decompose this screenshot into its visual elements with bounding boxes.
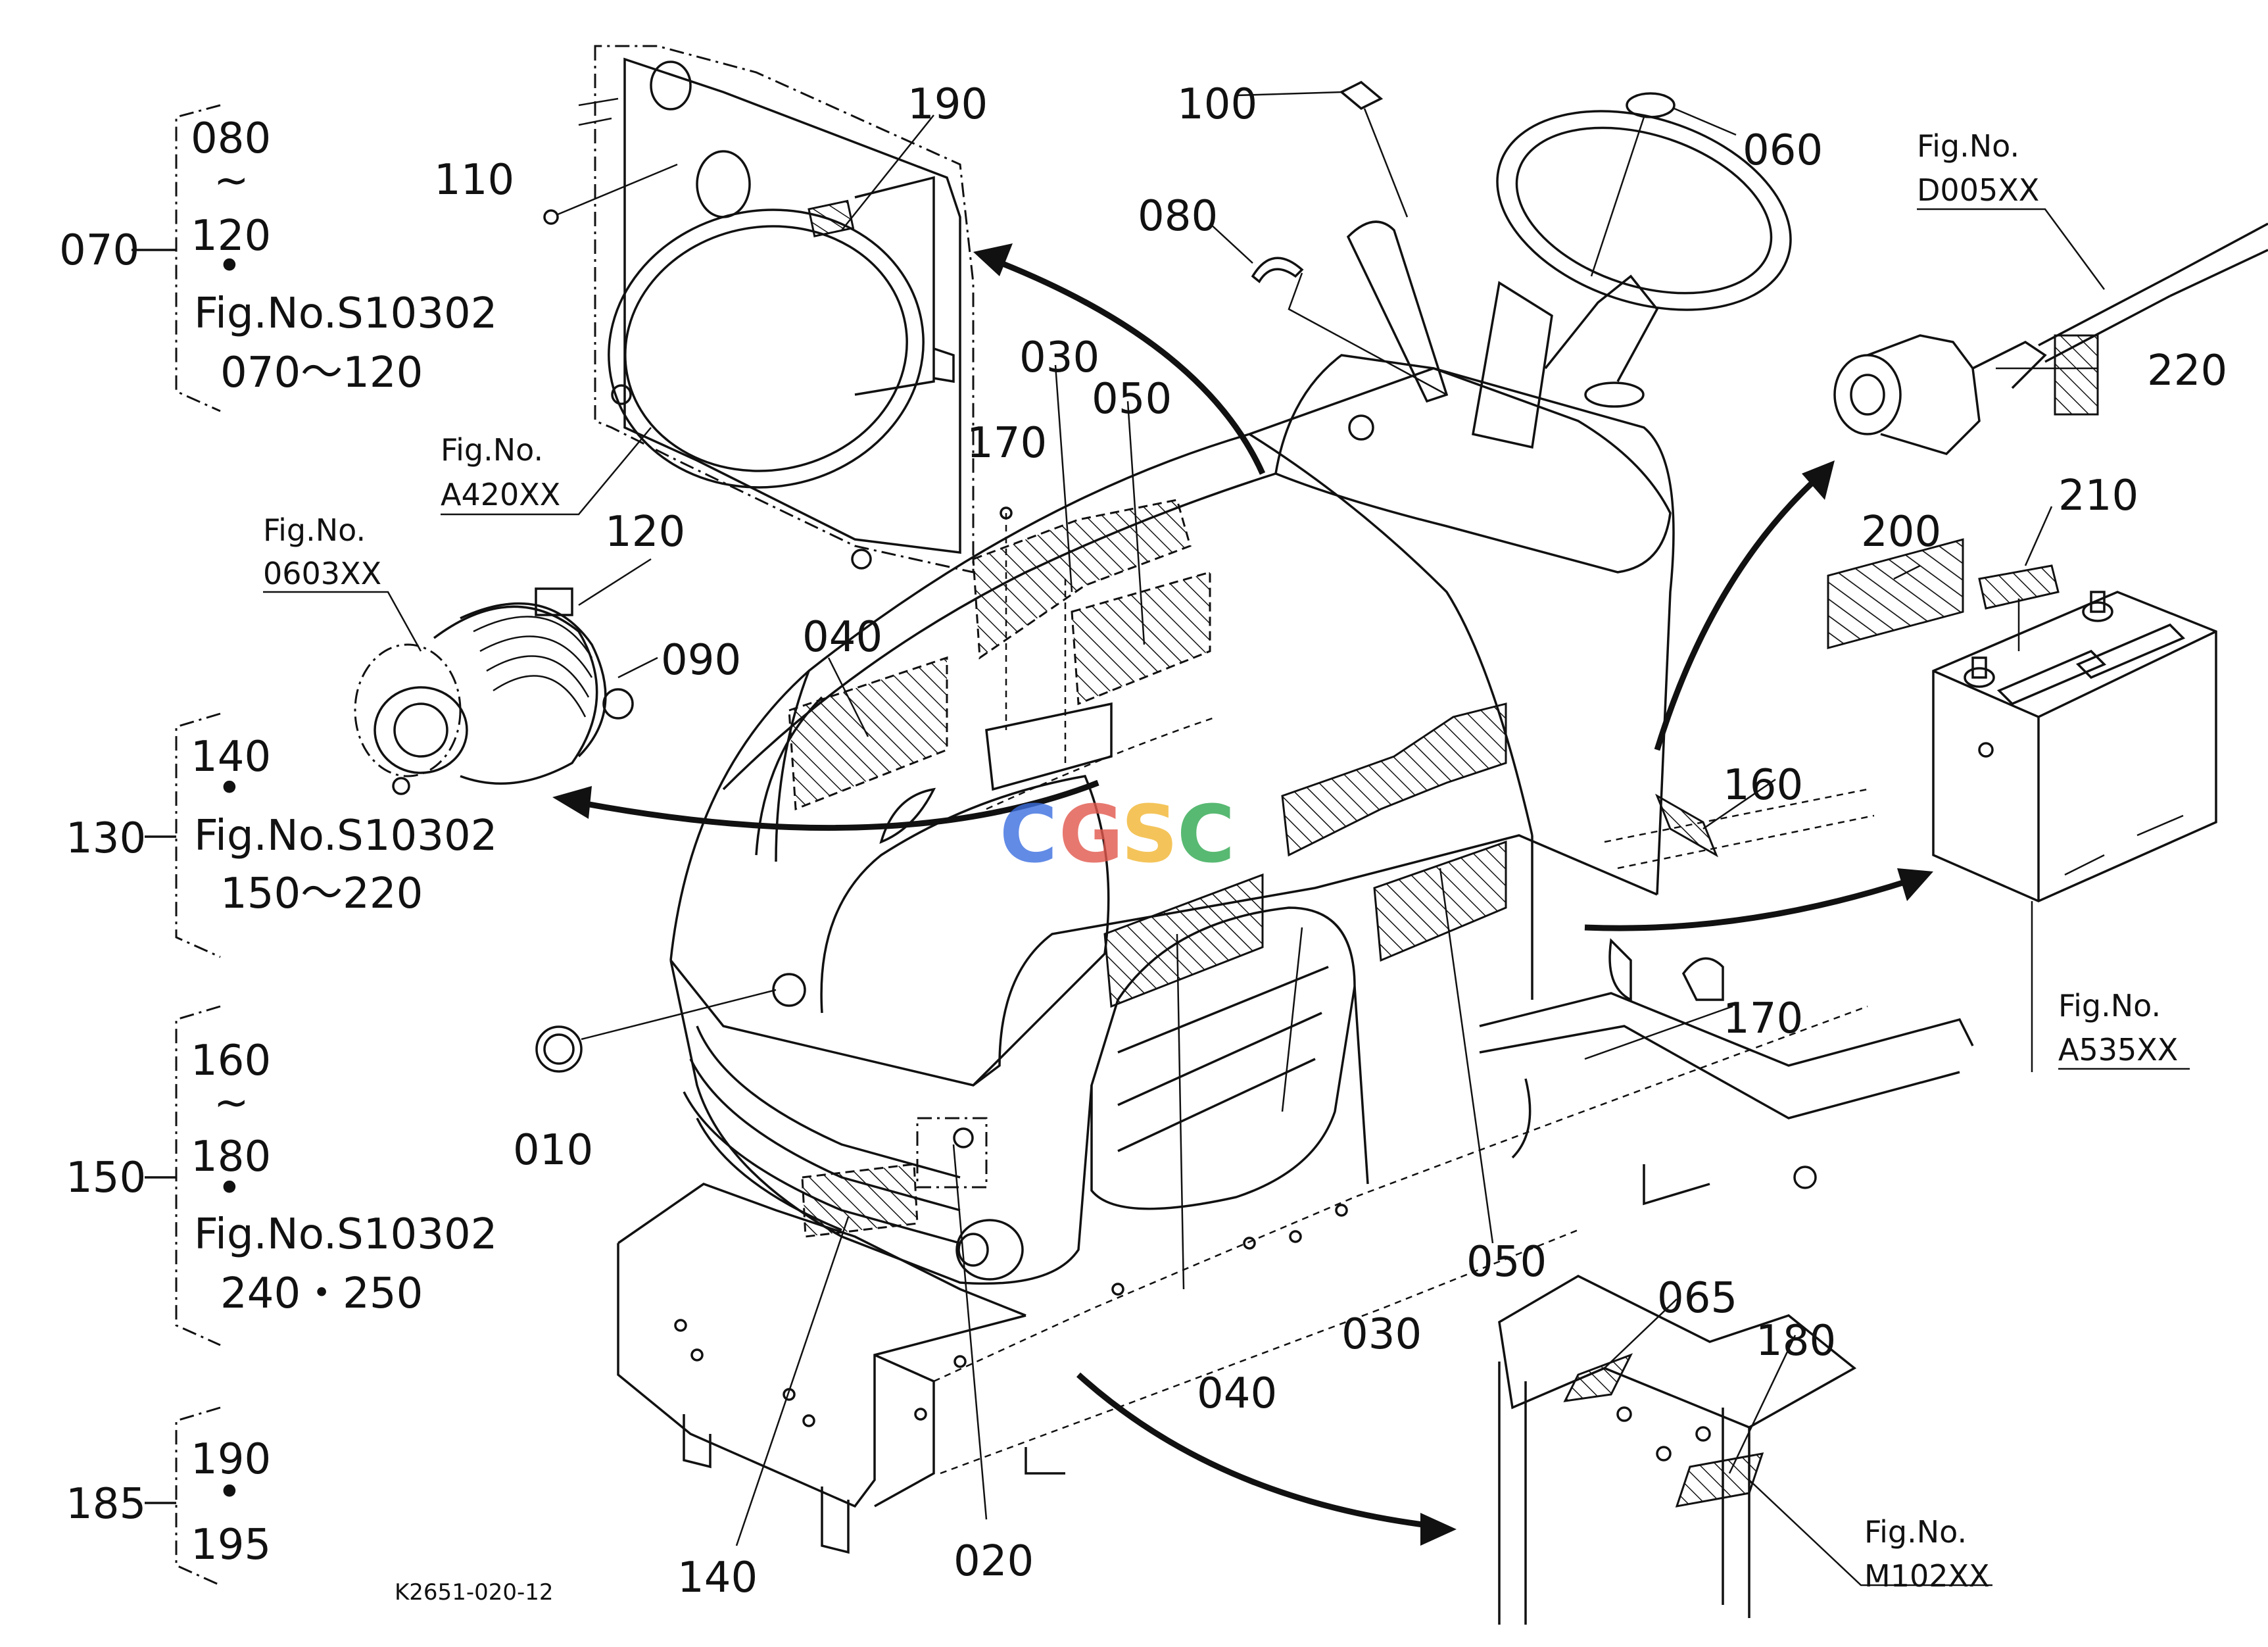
fig-ref-M102XX: Fig.No. M102XX	[1749, 1479, 1992, 1594]
fender-frame	[1498, 1275, 1857, 1625]
fig-ref-code: D005XX	[1917, 172, 2039, 208]
callout-090: 090	[661, 636, 741, 685]
fig-ref-code: A535XX	[2058, 1032, 2178, 1068]
callout-200: 200	[1861, 508, 1941, 556]
front-grille	[669, 960, 1093, 1285]
group-line: ~	[214, 157, 249, 205]
fig-ref-label: Fig.No.	[2058, 988, 2161, 1023]
callout-080: 080	[1138, 192, 1218, 241]
fig-ref-label: Fig.No.	[263, 512, 366, 548]
callout-120: 120	[605, 508, 685, 556]
group-line: Fig.No.S10302	[194, 1210, 497, 1259]
fig-ref-code: M102XX	[1864, 1558, 1990, 1594]
fig-ref-label: Fig.No.	[441, 432, 543, 468]
callout-210: 210	[2058, 472, 2138, 520]
fig-ref-A420XX: Fig.No. A420XX	[441, 427, 652, 516]
group-line: 080	[191, 114, 271, 163]
watermark-letter: G	[1059, 789, 1124, 881]
group-line: Fig.No.S10302	[194, 289, 497, 338]
flow-arrows	[552, 243, 1933, 1546]
group-line: ~	[214, 1079, 249, 1127]
callout-labels: 190 110 100 060 080 030 050 170 120 090 …	[434, 80, 2227, 1602]
group-line: 140	[191, 733, 271, 781]
group-line: •	[217, 1164, 242, 1213]
side-panel	[1090, 702, 1533, 1210]
callout-065: 065	[1657, 1274, 1737, 1323]
group-line: •	[217, 764, 242, 813]
battery	[1827, 538, 2217, 902]
group-070: 070 080 ~ 120 • Fig.No.S10302 070～120	[59, 104, 497, 412]
callout-030: 030	[1019, 333, 1099, 382]
callout-100: 100	[1177, 80, 1257, 129]
part-100-lever-knob	[1236, 80, 1409, 218]
fig-ref-code: 0603XX	[263, 556, 381, 591]
watermark-letter: C	[1177, 789, 1235, 881]
group-line: 190	[191, 1435, 271, 1484]
group-number: 070	[59, 226, 139, 275]
callout-140: 140	[677, 1554, 758, 1602]
group-number: 150	[66, 1154, 146, 1202]
group-line: 240・250	[220, 1269, 423, 1318]
fig-ref-code: A420XX	[441, 477, 560, 512]
group-line: 150～220	[220, 870, 423, 918]
air-cleaner	[354, 587, 634, 795]
group-line: 195	[191, 1521, 271, 1569]
rear-frame	[1479, 788, 1974, 1206]
drawing-code: K2651-020-12	[395, 1579, 554, 1606]
fig-ref-label: Fig.No.	[1917, 128, 2019, 164]
fig-ref-D005XX: Fig.No. D005XX	[1917, 128, 2106, 290]
fig-ref-A535XX: Fig.No. A535XX	[2031, 901, 2190, 1072]
callout-010: 010	[513, 1126, 593, 1175]
group-line: 120	[191, 212, 271, 260]
chassis-frame	[617, 1005, 1868, 1554]
part-080-clip	[1209, 223, 1447, 396]
callout-110: 110	[434, 156, 514, 205]
callout-220: 220	[2147, 347, 2227, 395]
group-150: 150 160 ~ 180 • Fig.No.S10302 240・250	[66, 1005, 497, 1346]
watermark-letter: C	[1000, 789, 1057, 881]
callout-170: 170	[967, 419, 1047, 468]
group-number: 130	[66, 814, 146, 863]
callout-030-side: 030	[1341, 1310, 1422, 1359]
group-line: 070～120	[220, 349, 423, 397]
group-line: 180	[191, 1133, 271, 1181]
watermark-letter: S	[1121, 789, 1178, 881]
part-110	[543, 163, 678, 225]
part-060-cap	[1590, 92, 1737, 277]
callout-060: 060	[1743, 126, 1823, 175]
callout-160: 160	[1723, 761, 1803, 810]
fig-ref-0603XX: Fig.No. 0603XX	[263, 512, 422, 652]
callout-leaders	[578, 114, 2098, 1546]
fig-ref-label: Fig.No.	[1864, 1514, 1967, 1550]
watermark: C G S C	[1000, 789, 1235, 881]
callout-050-side: 050	[1466, 1238, 1547, 1287]
callout-050: 050	[1092, 375, 1172, 424]
dashboard-steering	[1274, 110, 1792, 574]
part-160-decal	[1655, 793, 1718, 858]
group-line: 160	[191, 1037, 271, 1085]
callout-040-side: 040	[1197, 1369, 1277, 1418]
group-number: 185	[66, 1480, 146, 1529]
callout-190: 190	[907, 80, 988, 129]
part-010-emblem	[535, 989, 777, 1073]
group-185: 185 190 • 195	[66, 1406, 271, 1586]
group-line: Fig.No.S10302	[194, 812, 497, 860]
callout-170-rear: 170	[1723, 995, 1803, 1043]
callout-180: 180	[1756, 1317, 1836, 1365]
group-130: 130 140 • Fig.No.S10302 150～220	[66, 712, 497, 958]
hood-top-decals	[788, 499, 1211, 811]
key-switch	[1833, 222, 2268, 455]
callout-040: 040	[802, 613, 882, 662]
callout-020: 020	[953, 1537, 1034, 1586]
group-line: •	[217, 1468, 242, 1517]
group-line: •	[217, 242, 242, 291]
